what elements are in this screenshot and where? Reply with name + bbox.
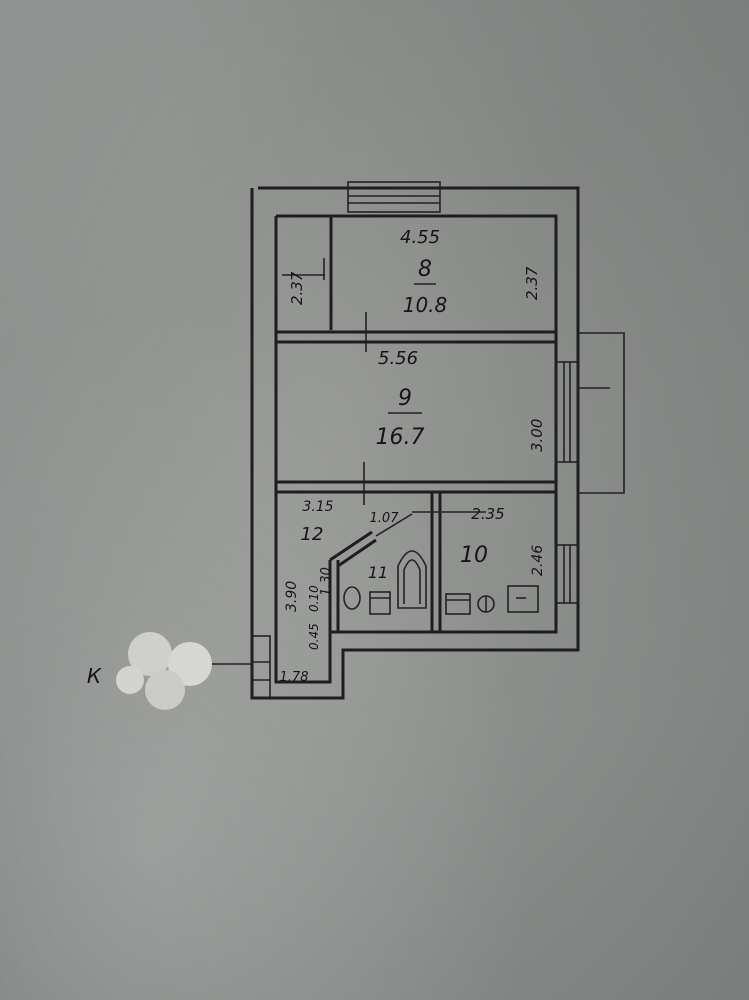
room-10-labels: 2.35 10 2.46 <box>460 505 546 576</box>
interior-walls <box>276 216 556 632</box>
room-12-width: 3.15 <box>302 499 333 515</box>
bathtub-inner-icon <box>403 559 421 604</box>
room-8-width: 4.55 <box>400 227 440 248</box>
entrance <box>116 632 271 710</box>
right-window <box>555 544 579 604</box>
room-8-area: 10.8 <box>403 293 448 317</box>
room-9-depth: 3.00 <box>528 419 546 452</box>
closet-depth: 2.37 <box>288 271 306 305</box>
room-11-width: 1.07 <box>370 511 400 526</box>
room-10-number: 10 <box>460 543 488 568</box>
corridor-dim-2: 0.10 <box>307 585 321 612</box>
corridor-dim-3: 0.45 <box>307 623 321 650</box>
room-10-depth: 2.46 <box>530 545 546 576</box>
room-8-labels: 4.55 8 10.8 2.37 2.37 <box>288 227 541 317</box>
corridor-dim-1: 1.30 <box>319 567 334 596</box>
room-12-depth: 3.90 <box>284 581 300 612</box>
room-10-width: 2.35 <box>471 505 504 523</box>
room-8-depth: 2.37 <box>523 266 541 300</box>
top-window <box>347 181 441 213</box>
room-11-labels: 1.07 11 <box>368 511 399 582</box>
balcony <box>555 332 625 494</box>
room-12-number: 12 <box>301 524 324 545</box>
room-12-labels: 3.15 12 3.90 1.30 0.10 0.45 <box>284 499 334 650</box>
room-9-labels: 5.56 9 16.7 3.00 <box>376 348 546 452</box>
fixtures <box>343 550 539 615</box>
room-9-area: 16.7 <box>376 425 425 450</box>
room-8-number: 8 <box>418 257 432 282</box>
stove-cabinet-icon <box>507 585 539 613</box>
entrance-label: К <box>87 664 102 688</box>
room-9-number: 9 <box>398 386 412 411</box>
bathtub-icon <box>397 550 427 609</box>
toilet-icon <box>343 586 361 610</box>
entrance-width: 1.78 <box>280 670 309 685</box>
kitchen-sink-icon <box>445 593 471 615</box>
room-11-number: 11 <box>368 563 388 582</box>
room-9-width: 5.56 <box>378 348 418 369</box>
redaction-blob <box>116 632 212 710</box>
sink-icon <box>369 591 391 615</box>
entrance-door <box>251 635 271 699</box>
